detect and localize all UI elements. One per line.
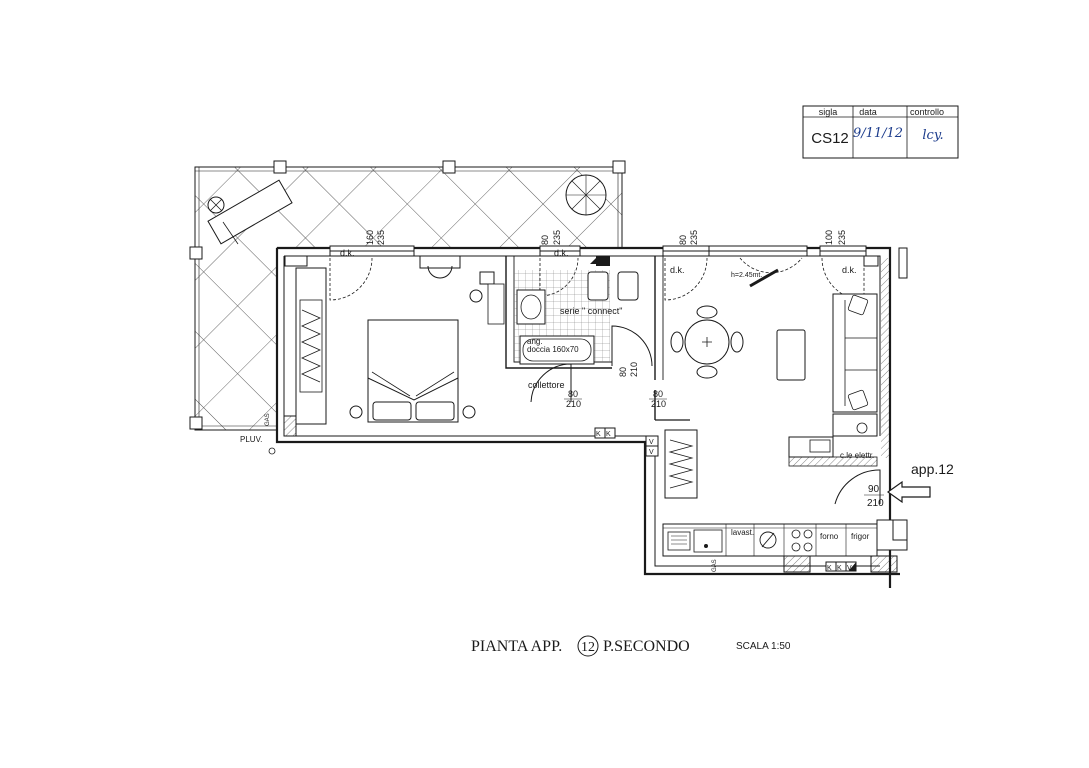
cooktop-icon (791, 529, 813, 552)
label-dk-living-right: d.k. (842, 265, 857, 275)
label-app: app.12 (911, 461, 954, 477)
label-v-3: V (847, 565, 852, 572)
label-dk-bedroom: d.k. (340, 248, 355, 258)
caption-unit-number: 12 (581, 640, 595, 655)
dim-hall-door-w: 80 (653, 389, 663, 399)
dim-hall-door-h: 210 (651, 399, 666, 409)
dim-bath-window-h: 235 (552, 230, 562, 245)
label-gas-kitchen: GAS (712, 559, 718, 572)
sun-lounger-icon (207, 179, 293, 245)
label-h-note: h=2.45mt. (731, 272, 762, 279)
caption-scale: SCALA 1:50 (736, 641, 791, 652)
label-forno: forno (820, 532, 839, 541)
dining-table (670, 305, 744, 379)
dim-entry-door-h: 210 (867, 498, 884, 509)
label-cle-elett: c.le elettr. (840, 451, 874, 460)
title-block-code: CS12 (811, 130, 849, 147)
label-k-3: K (827, 565, 832, 572)
label-k-2: K (606, 431, 611, 438)
label-v-2: V (649, 449, 654, 456)
label-k-4: K (837, 565, 842, 572)
title-block-date: 9/11/12 (853, 126, 903, 141)
label-dk-bath: d.k. (554, 248, 569, 258)
bathroom: serie " connect" ang. doccia 160x70 (514, 256, 639, 365)
plan-caption: PIANTA APP. 12 P.SECONDO SCALA 1:50 (471, 635, 791, 657)
caption-main-right: P.SECONDO (603, 638, 690, 655)
label-gas-bedroom: GAS (265, 413, 271, 426)
dim-bedroom-door-h: 210 (566, 399, 581, 409)
sofa (832, 293, 878, 437)
dim-living-door-h: 235 (837, 230, 847, 245)
label-serie-connect: serie " connect" (560, 306, 622, 316)
dim-bath-door-h: 210 (629, 362, 639, 377)
title-block-header-data: data (859, 107, 877, 117)
hall-cabinet (664, 429, 698, 499)
title-block-check: lcy. (922, 128, 943, 143)
label-v-1: V (649, 439, 654, 446)
dim-bedroom-window-h: 235 (376, 230, 386, 245)
dim-bedroom-door-w: 80 (568, 389, 578, 399)
dim-living-window-w: 80 (678, 235, 688, 245)
label-ang: ang. (527, 337, 543, 346)
dim-living-door-w: 100 (824, 230, 834, 245)
bedroom-desk (419, 255, 505, 325)
windows (329, 245, 867, 257)
title-block: sigla data controllo CS12 9/11/12 lcy. (802, 105, 959, 159)
bed (349, 319, 476, 423)
kitchen-counter: lavast. forno frigor (662, 523, 878, 557)
dim-living-window-h: 235 (689, 230, 699, 245)
entry-arrow-icon (886, 480, 931, 504)
dim-bath-door-w: 80 (618, 367, 628, 377)
label-pluv: PLUV. (240, 435, 262, 444)
label-frigor: frigor (851, 532, 870, 541)
label-k-1: K (596, 431, 601, 438)
wardrobe (295, 267, 327, 425)
title-block-header-controllo: controllo (910, 107, 944, 117)
dim-bath-window-w: 80 (540, 235, 550, 245)
label-doccia: doccia 160x70 (527, 345, 579, 354)
exterior-walls (275, 246, 908, 588)
dim-bedroom-window-w: 160 (365, 230, 375, 245)
umbrella-icon (565, 174, 607, 216)
caption-main-left: PIANTA APP. (471, 638, 562, 655)
label-dk-living-left: d.k. (670, 265, 685, 275)
label-lavast: lavast. (731, 528, 754, 537)
tv-cabinet (788, 436, 878, 467)
dimension-labels: d.k. d.k. d.k. d.k. h=2.45mt. 160 235 80… (240, 230, 954, 572)
coffee-table (776, 329, 806, 381)
title-block-header-sigla: sigla (819, 107, 838, 117)
door-swings-solid (530, 268, 881, 505)
shafts (283, 255, 898, 573)
caption-unit-circle (577, 635, 599, 657)
label-collettore: collettore (528, 380, 565, 390)
dim-entry-door-w: 90 (868, 484, 880, 495)
